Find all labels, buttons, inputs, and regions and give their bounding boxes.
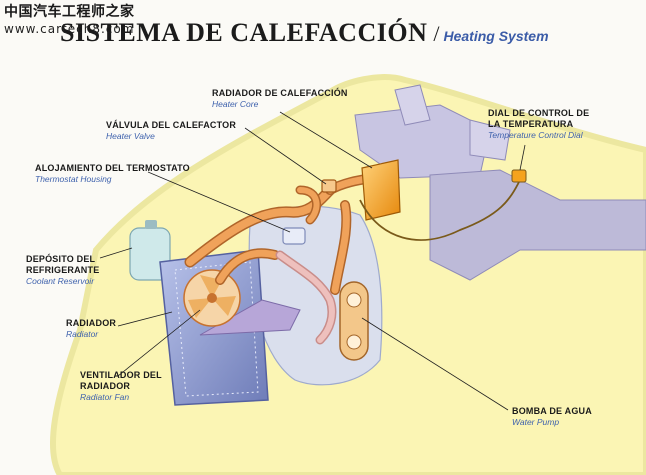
label-water-pump: BOMBA DE AGUA Water Pump — [512, 406, 592, 428]
label-coolant-reservoir-en: Coolant Reservoir — [26, 276, 95, 286]
label-radiator-fan: VENTILADOR DEL RADIADOR Radiator Fan — [80, 370, 162, 403]
heater-core — [361, 159, 401, 221]
label-heater-valve: VÁLVULA DEL CALEFACTOR Heater Valve — [106, 120, 236, 142]
label-radiator-fan-es-2: RADIADOR — [80, 381, 131, 391]
label-coolant-reservoir-es-1: DEPÓSITO DEL — [26, 254, 96, 264]
title-english: Heating System — [443, 28, 549, 44]
water-pump — [339, 281, 369, 361]
label-heater-core-en: Heater Core — [212, 99, 259, 109]
leader-lines — [99, 111, 526, 411]
label-heater-core-es: RADIADOR DE CALEFACCIÓN — [212, 88, 348, 98]
radiator-fan — [183, 269, 241, 327]
label-radiator-fan-en: Radiator Fan — [80, 392, 130, 402]
label-thermostat-housing: ALOJAMIENTO DEL TERMOSTATO Thermostat Ho… — [35, 163, 190, 185]
watermark-url: www.cartech8.com — [4, 22, 135, 36]
label-heater-valve-en: Heater Valve — [106, 131, 155, 141]
page-title: SISTEMA DE CALEFACCIÓN/Heating System — [60, 18, 549, 48]
label-water-pump-es: BOMBA DE AGUA — [512, 406, 592, 416]
label-heater-valve-es: VÁLVULA DEL CALEFACTOR — [106, 120, 237, 130]
heater-valve — [321, 179, 337, 193]
label-temperature-control-dial-es-2: LA TEMPERATURA — [488, 119, 574, 129]
label-temperature-control-dial-en: Temperature Control Dial — [488, 130, 583, 140]
label-coolant-reservoir-es-2: REFRIGERANTE — [26, 265, 100, 275]
dashboard-structure — [354, 84, 646, 281]
label-temperature-control-dial-es-1: DIAL DE CONTROL DE — [488, 108, 590, 118]
label-water-pump-en: Water Pump — [512, 417, 560, 427]
label-radiator-en: Radiator — [66, 329, 99, 339]
label-coolant-reservoir: DEPÓSITO DEL REFRIGERANTE Coolant Reserv… — [26, 254, 99, 287]
watermark: 中国汽车工程师之家 www.cartech8.com — [4, 4, 135, 36]
label-radiator: RADIADOR Radiator — [66, 318, 116, 340]
title-separator: / — [433, 21, 440, 46]
thermostat-housing — [282, 227, 306, 245]
label-heater-core: RADIADOR DE CALEFACCIÓN Heater Core — [212, 88, 348, 110]
label-radiator-es: RADIADOR — [66, 318, 117, 328]
temperature-control-cable — [359, 169, 527, 241]
label-thermostat-housing-es: ALOJAMIENTO DEL TERMOSTATO — [35, 163, 190, 173]
label-temperature-control-dial: DIAL DE CONTROL DE LA TEMPERATURA Temper… — [488, 108, 589, 141]
watermark-site-name: 中国汽车工程师之家 — [4, 4, 135, 20]
label-radiator-fan-es-1: VENTILADOR DEL — [80, 370, 162, 380]
title-spanish: SISTEMA DE CALEFACCIÓN — [60, 18, 428, 47]
label-thermostat-housing-en: Thermostat Housing — [35, 174, 112, 184]
